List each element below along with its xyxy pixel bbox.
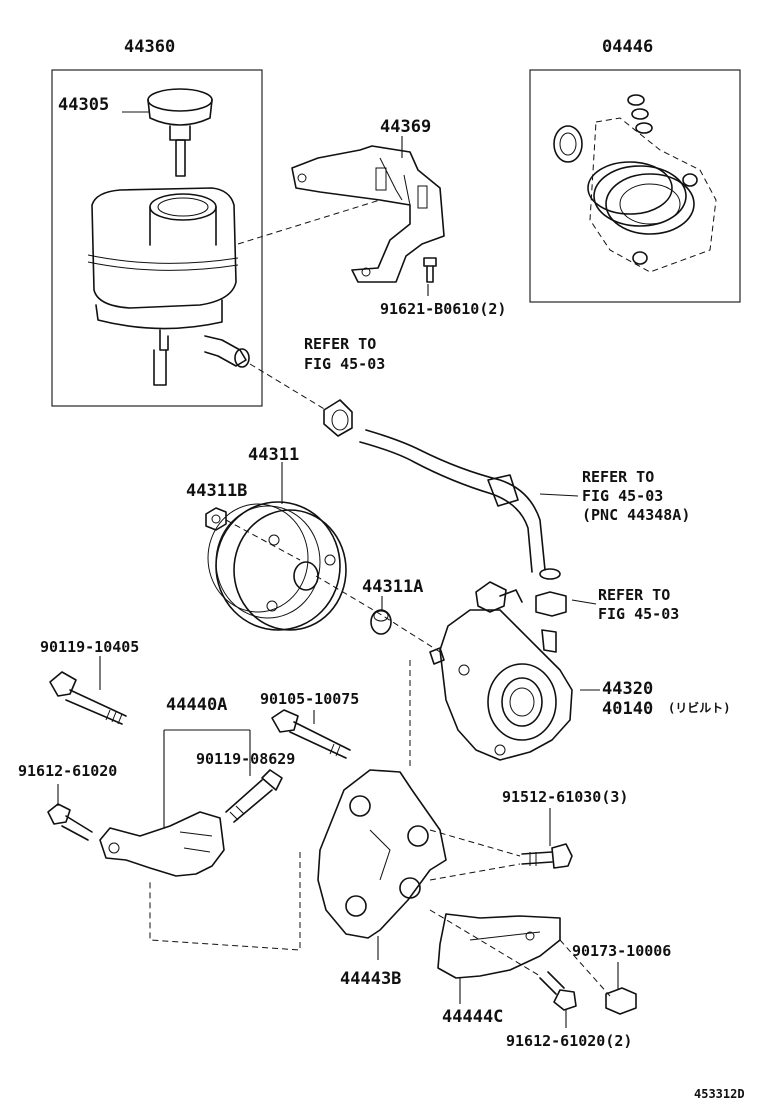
label-refer-clamp-1: REFER TO [598, 586, 670, 604]
repair-kit-rings[interactable] [587, 161, 695, 235]
repair-kit-box [529, 69, 741, 303]
adjusting-bar[interactable] [99, 811, 225, 877]
bolt-91612-61020-lower[interactable] [539, 971, 577, 1011]
label-90173-10006: 90173-10006 [572, 942, 671, 960]
label-44369: 44369 [380, 117, 431, 137]
label-44305: 44305 [58, 95, 109, 115]
label-44440a: 44440A [166, 695, 227, 715]
bolt-90119-10405[interactable] [49, 671, 127, 725]
label-04446: 04446 [602, 37, 653, 57]
bolt-91512-61030[interactable] [521, 843, 573, 869]
pulley-key[interactable] [370, 609, 392, 635]
pulley-nut[interactable] [205, 507, 227, 531]
label-rebuilt-note: (リビルト) [668, 700, 730, 715]
figure-code: 453312D [694, 1087, 745, 1101]
power-steering-pump[interactable] [429, 581, 573, 761]
assembly-lines [149, 199, 611, 997]
label-refer-clamp-2: FIG 45-03 [598, 605, 679, 623]
pump-bracket[interactable] [317, 769, 447, 939]
label-91621-b0610: 91621-B0610(2) [380, 300, 506, 318]
label-91512-61030: 91512-61030(3) [502, 788, 628, 806]
label-refer-top-1: REFER TO [304, 335, 376, 353]
label-44443b: 44443B [340, 969, 401, 989]
label-44444c: 44444C [442, 1007, 503, 1027]
label-44311b: 44311B [186, 481, 247, 501]
stay[interactable] [437, 913, 561, 979]
repair-kit-orings[interactable] [627, 94, 698, 265]
label-90119-08629: 90119-08629 [196, 750, 295, 768]
reservoir-bracket[interactable] [291, 145, 445, 283]
reservoir-assembly[interactable] [51, 69, 263, 407]
label-90119-10405: 90119-10405 [40, 638, 139, 656]
bolt-90119-08629[interactable] [225, 769, 283, 823]
reservoir-tank[interactable] [87, 187, 250, 386]
reservoir-cap[interactable] [147, 88, 213, 177]
label-44360: 44360 [124, 37, 175, 57]
label-90105-10075: 90105-10075 [260, 690, 359, 708]
suction-hose[interactable] [359, 429, 561, 580]
label-refer-top-2: FIG 45-03 [304, 355, 385, 373]
label-refer-right-3: (PNC 44348A) [582, 506, 690, 524]
repair-kit-seal[interactable] [553, 125, 583, 163]
bracket-bolt[interactable] [423, 257, 437, 283]
label-40140: 40140 [602, 699, 653, 719]
label-refer-right-1: REFER TO [582, 468, 654, 486]
hose-clamp-top[interactable] [323, 399, 353, 437]
label-91612-61020-2: 91612-61020(2) [506, 1032, 632, 1050]
pulley[interactable] [207, 501, 347, 631]
label-refer-right-2: FIG 45-03 [582, 487, 663, 505]
reservoir-assembly-box [51, 69, 263, 407]
leader-lines [57, 111, 619, 1028]
hose-clamp-right[interactable] [535, 591, 567, 617]
label-44320: 44320 [602, 679, 653, 699]
nut-90173-10006[interactable] [605, 987, 637, 1015]
part-labels: 44360 44305 44369 91621-B0610(2) 04446 R… [18, 37, 745, 1101]
label-44311: 44311 [248, 445, 299, 465]
label-91612-61020: 91612-61020 [18, 762, 117, 780]
bolt-90105-10075[interactable] [271, 709, 351, 759]
bolt-91612-61020[interactable] [47, 803, 93, 841]
repair-kit[interactable] [529, 69, 741, 303]
label-44311a: 44311A [362, 577, 423, 597]
